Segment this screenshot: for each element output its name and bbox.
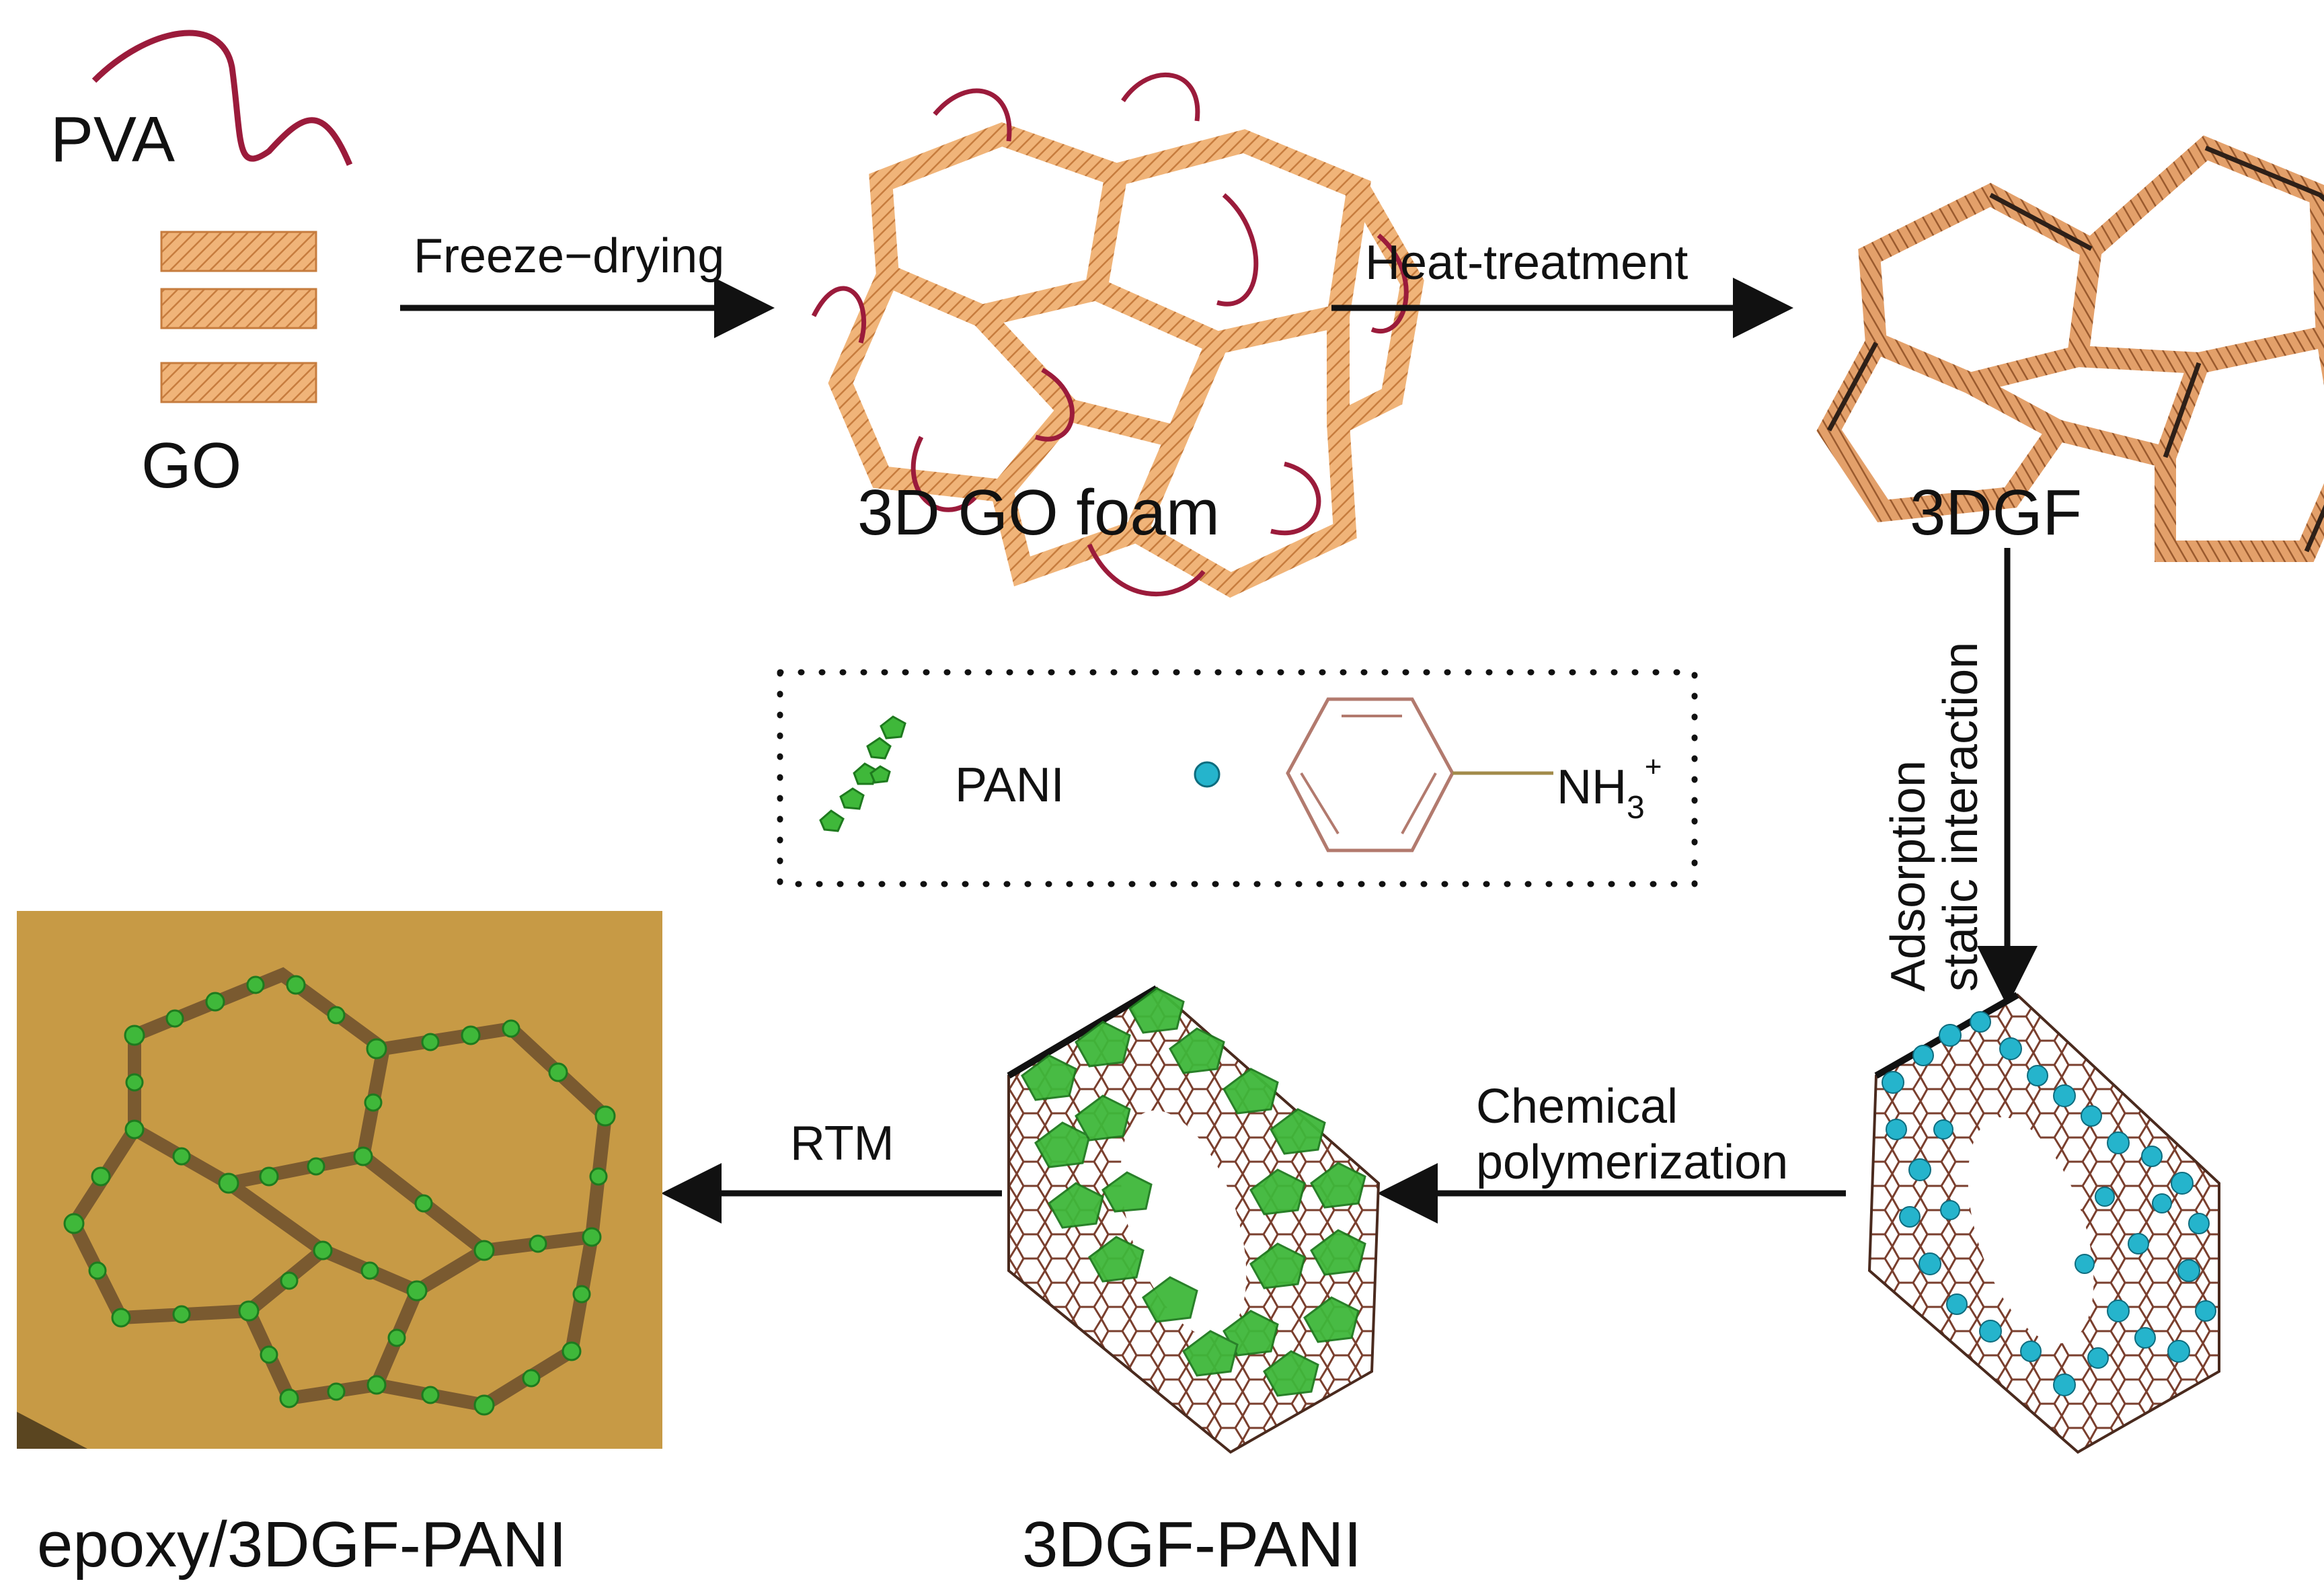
go-sheet-icon	[160, 231, 317, 272]
heat-treatment-arrow: Heat-treatment	[1331, 236, 1793, 338]
go-foam-illustration	[811, 72, 1424, 598]
anilinium-balls	[1882, 1011, 2216, 1396]
pva-chains-icon	[811, 72, 1409, 597]
freeze-drying-arrow: Freeze−drying	[400, 229, 775, 338]
adsorption-arrow: Adsorption static interaction	[1882, 548, 2038, 1006]
freeze-drying-label: Freeze−drying	[414, 229, 724, 283]
polymerization-label: polymerization	[1476, 1135, 1788, 1189]
go-sheet-icons	[160, 231, 317, 403]
chemical-label: Chemical	[1476, 1080, 1678, 1133]
adsorption-label: Adsorption	[1882, 760, 1935, 992]
legend-box: PANI NH3+	[777, 669, 1698, 887]
static-interaction-label: static interaction	[1934, 642, 1988, 992]
go-sheet-icon	[160, 362, 317, 403]
gf-anilinium-illustration	[1867, 992, 2220, 1454]
legend-pani-label: PANI	[955, 758, 1064, 812]
chemical-polymerization-arrow: Chemical polymerization	[1377, 1080, 1846, 1224]
pani-particles-icon	[1021, 987, 1366, 1397]
anilinium-ball-icon	[1194, 761, 1221, 788]
rtm-arrow: RTM	[661, 1117, 1002, 1224]
epoxy-composite-illustration	[17, 911, 662, 1449]
gf-illustration	[1816, 135, 2324, 562]
epoxy-label: epoxy/3DGF-PANI	[37, 1509, 567, 1581]
heat-treatment-label: Heat-treatment	[1365, 236, 1688, 290]
gf-label: 3DGF	[1910, 477, 2082, 549]
rtm-label: RTM	[790, 1117, 894, 1170]
go-foam-label: 3D GO foam	[857, 477, 1220, 549]
gf-pani-illustration	[1007, 985, 1381, 1454]
gf-pani-label: 3DGF-PANI	[1022, 1509, 1362, 1581]
legend-nh3-label: NH3+	[1557, 750, 1662, 826]
pva-go-group: PVA GO	[50, 30, 353, 502]
epoxy-pani-particles-icon	[63, 975, 616, 1416]
go-sheet-icon	[160, 288, 317, 329]
pva-chain-icon	[91, 30, 353, 166]
pva-label: PVA	[50, 104, 175, 175]
benzene-ring-icon	[1286, 697, 1553, 852]
pani-cluster-icon	[819, 715, 906, 832]
go-label: GO	[141, 430, 241, 502]
